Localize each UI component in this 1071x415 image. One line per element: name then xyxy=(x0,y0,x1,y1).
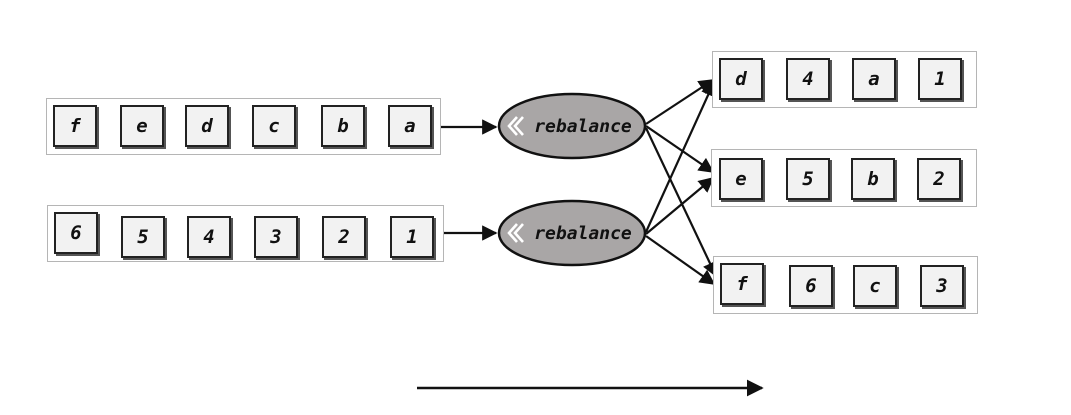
stream-element: 1 xyxy=(918,58,962,100)
rebalance-operator-label: rebalance xyxy=(534,116,632,137)
stream-element: 6 xyxy=(789,265,833,307)
stream-element: e xyxy=(120,105,164,147)
rebalance-operator-1: rebalance xyxy=(497,92,647,160)
stream-element: 1 xyxy=(390,216,434,258)
stream-element: 3 xyxy=(920,265,964,307)
stream-element: c xyxy=(252,105,296,147)
rebalance-operator-label: rebalance xyxy=(534,223,632,244)
stream-element: a xyxy=(388,105,432,147)
rebalance-icon xyxy=(507,116,524,136)
edge-rebalance-2-to-output-2 xyxy=(645,177,715,235)
stream-element: 5 xyxy=(786,158,830,200)
edge-rebalance-2-to-output-3 xyxy=(645,235,716,285)
stream-element: f xyxy=(720,263,764,305)
stream-element: 6 xyxy=(54,212,98,254)
stream-element: b xyxy=(321,105,365,147)
stream-element: d xyxy=(185,105,229,147)
stream-element: 2 xyxy=(917,158,961,200)
stream-element: 5 xyxy=(121,216,165,258)
edge-rebalance-1-to-output-2 xyxy=(645,125,715,173)
stream-element: f xyxy=(53,105,97,147)
rebalance-operator-2: rebalance xyxy=(497,199,647,267)
stream-element: c xyxy=(853,265,897,307)
stream-element: d xyxy=(719,58,763,100)
input-stream-letters: f e d c b a xyxy=(46,98,441,155)
output-stream-2: e 5 b 2 xyxy=(711,149,977,207)
output-stream-1: d 4 a 1 xyxy=(712,51,977,108)
edge-rebalance-1-to-output-3 xyxy=(645,127,718,278)
edge-rebalance-2-to-output-1 xyxy=(644,80,716,233)
rebalance-icon xyxy=(507,223,524,243)
input-stream-numbers: 6 5 4 3 2 1 xyxy=(47,205,444,262)
edge-rebalance-1-to-output-1 xyxy=(645,79,715,125)
stream-element: 4 xyxy=(786,58,830,100)
stream-element: b xyxy=(851,158,895,200)
stream-element: 3 xyxy=(254,216,298,258)
stream-element: 4 xyxy=(187,216,231,258)
stream-element: 2 xyxy=(322,216,366,258)
stream-element: a xyxy=(852,58,896,100)
stream-element: e xyxy=(719,158,763,200)
output-stream-3: f 6 c 3 xyxy=(713,256,978,314)
